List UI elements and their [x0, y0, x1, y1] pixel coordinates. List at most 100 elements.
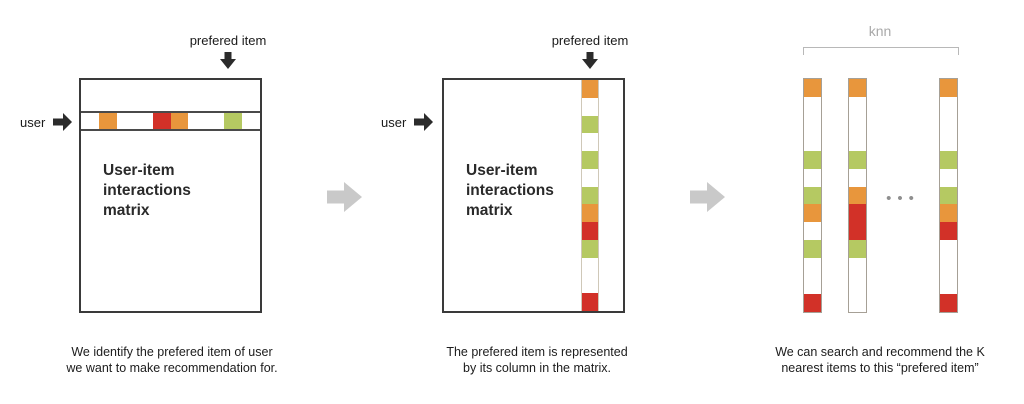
- caption-knn: We can search and recommend the K neares…: [735, 345, 1024, 376]
- matrix-cell-green: [804, 186, 821, 205]
- matrix-label-line: matrix: [466, 202, 513, 219]
- matrix-cell-white: [849, 168, 866, 187]
- matrix-cell-red: [849, 222, 866, 241]
- matrix-cell-white: [940, 114, 957, 133]
- matrix-cell-red: [849, 204, 866, 223]
- matrix-cell-red: [152, 113, 171, 129]
- matrix-cell-green: [582, 239, 598, 258]
- caption-line: we want to make recommendation for.: [66, 360, 278, 375]
- matrix-cell-red: [582, 222, 598, 240]
- caption-line: The prefered item is represented: [446, 345, 628, 359]
- caption-column: The prefered item is represented by its …: [392, 345, 682, 376]
- matrix-cell-orange: [804, 204, 821, 223]
- matrix-cell-green: [940, 150, 957, 169]
- matrix-cell-orange: [849, 186, 866, 205]
- matrix-cell-green: [849, 150, 866, 169]
- user-item-matrix-box: User-item interactions matrix: [79, 78, 262, 313]
- caption-line: We identify the prefered item of user: [71, 345, 273, 359]
- matrix-label-line: User-item: [103, 162, 175, 179]
- matrix-cell-white: [81, 113, 99, 129]
- down-arrow-icon: [220, 52, 236, 69]
- matrix-cell-white: [940, 168, 957, 187]
- matrix-cell-red: [804, 294, 821, 312]
- user-label: user: [381, 114, 407, 130]
- user-pointer: user: [20, 112, 73, 132]
- user-label: user: [20, 114, 46, 130]
- right-arrow-icon: [53, 113, 73, 131]
- matrix-cell-white: [582, 133, 598, 152]
- matrix-cell-orange: [804, 79, 821, 97]
- matrix-cell-orange: [940, 79, 957, 97]
- matrix-cell-green: [582, 186, 598, 205]
- matrix-cell-orange: [98, 113, 117, 129]
- matrix-cell-green: [582, 151, 598, 169]
- matrix-cell-orange: [940, 204, 957, 223]
- right-arrow-icon: [414, 113, 434, 131]
- matrix-cell-white: [206, 113, 225, 129]
- matrix-cell-green: [804, 240, 821, 259]
- matrix-cell-green: [804, 150, 821, 169]
- prefered-item-label: prefered item: [551, 33, 629, 48]
- matrix-cell-orange: [582, 204, 598, 223]
- matrix-cell-white: [849, 258, 866, 277]
- matrix-cell-white: [849, 294, 866, 312]
- matrix-cell-white: [134, 113, 153, 129]
- caption-line: We can search and recommend the K: [775, 345, 985, 359]
- matrix-cell-green: [849, 240, 866, 259]
- caption-line: by its column in the matrix.: [463, 360, 611, 375]
- matrix-cell-white: [804, 96, 821, 115]
- matrix-cell-white: [849, 276, 866, 295]
- knn-label: knn: [868, 23, 892, 39]
- knn-bracket: [803, 47, 959, 55]
- matrix-label-line: matrix: [103, 202, 150, 219]
- matrix-cell-white: [188, 113, 207, 129]
- matrix-label-line: User-item: [466, 162, 538, 179]
- prefered-item-column: [581, 80, 599, 311]
- knn-column-1: [803, 78, 822, 313]
- matrix-cell-white: [804, 168, 821, 187]
- matrix-cell-white: [940, 132, 957, 151]
- matrix-label: User-item interactions matrix: [103, 161, 191, 221]
- matrix-cell-white: [849, 114, 866, 133]
- matrix-cell-green: [224, 113, 243, 129]
- matrix-cell-white: [242, 113, 261, 129]
- matrix-cell-white: [940, 276, 957, 295]
- matrix-cell-red: [940, 294, 957, 312]
- prefered-item-label: prefered item: [189, 33, 267, 48]
- matrix-cell-white: [116, 113, 135, 129]
- knn-column-2: [848, 78, 867, 313]
- matrix-cell-white: [804, 132, 821, 151]
- matrix-cell-white: [582, 257, 598, 276]
- matrix-cell-orange: [170, 113, 189, 129]
- matrix-cell-white: [940, 258, 957, 277]
- user-pointer: user: [381, 112, 434, 132]
- flow-arrow-icon: [327, 182, 362, 212]
- matrix-cell-orange: [849, 79, 866, 97]
- matrix-cell-white: [849, 132, 866, 151]
- user-row: [81, 111, 261, 131]
- matrix-cell-red: [582, 293, 598, 311]
- caption-identify: We identify the prefered item of user we…: [27, 345, 317, 376]
- matrix-cell-white: [582, 168, 598, 187]
- matrix-cell-white: [804, 222, 821, 241]
- matrix-cell-white: [582, 275, 598, 294]
- matrix-label-line: interactions: [103, 182, 191, 199]
- matrix-cell-red: [940, 222, 957, 241]
- down-arrow-icon: [582, 52, 598, 69]
- ellipsis-dots: •••: [886, 190, 920, 207]
- user-item-matrix-box: User-item interactions matrix: [442, 78, 625, 313]
- matrix-cell-white: [804, 276, 821, 295]
- matrix-label-line: interactions: [466, 182, 554, 199]
- matrix-cell-orange: [582, 80, 598, 98]
- knn-column-3: [939, 78, 958, 313]
- matrix-cell-white: [940, 240, 957, 259]
- matrix-cell-white: [849, 96, 866, 115]
- matrix-cell-green: [940, 186, 957, 205]
- matrix-cell-white: [804, 258, 821, 277]
- flow-arrow-icon: [690, 182, 725, 212]
- matrix-cell-white: [940, 96, 957, 115]
- matrix-cell-green: [582, 115, 598, 134]
- matrix-label: User-item interactions matrix: [466, 161, 554, 221]
- matrix-cell-white: [804, 114, 821, 133]
